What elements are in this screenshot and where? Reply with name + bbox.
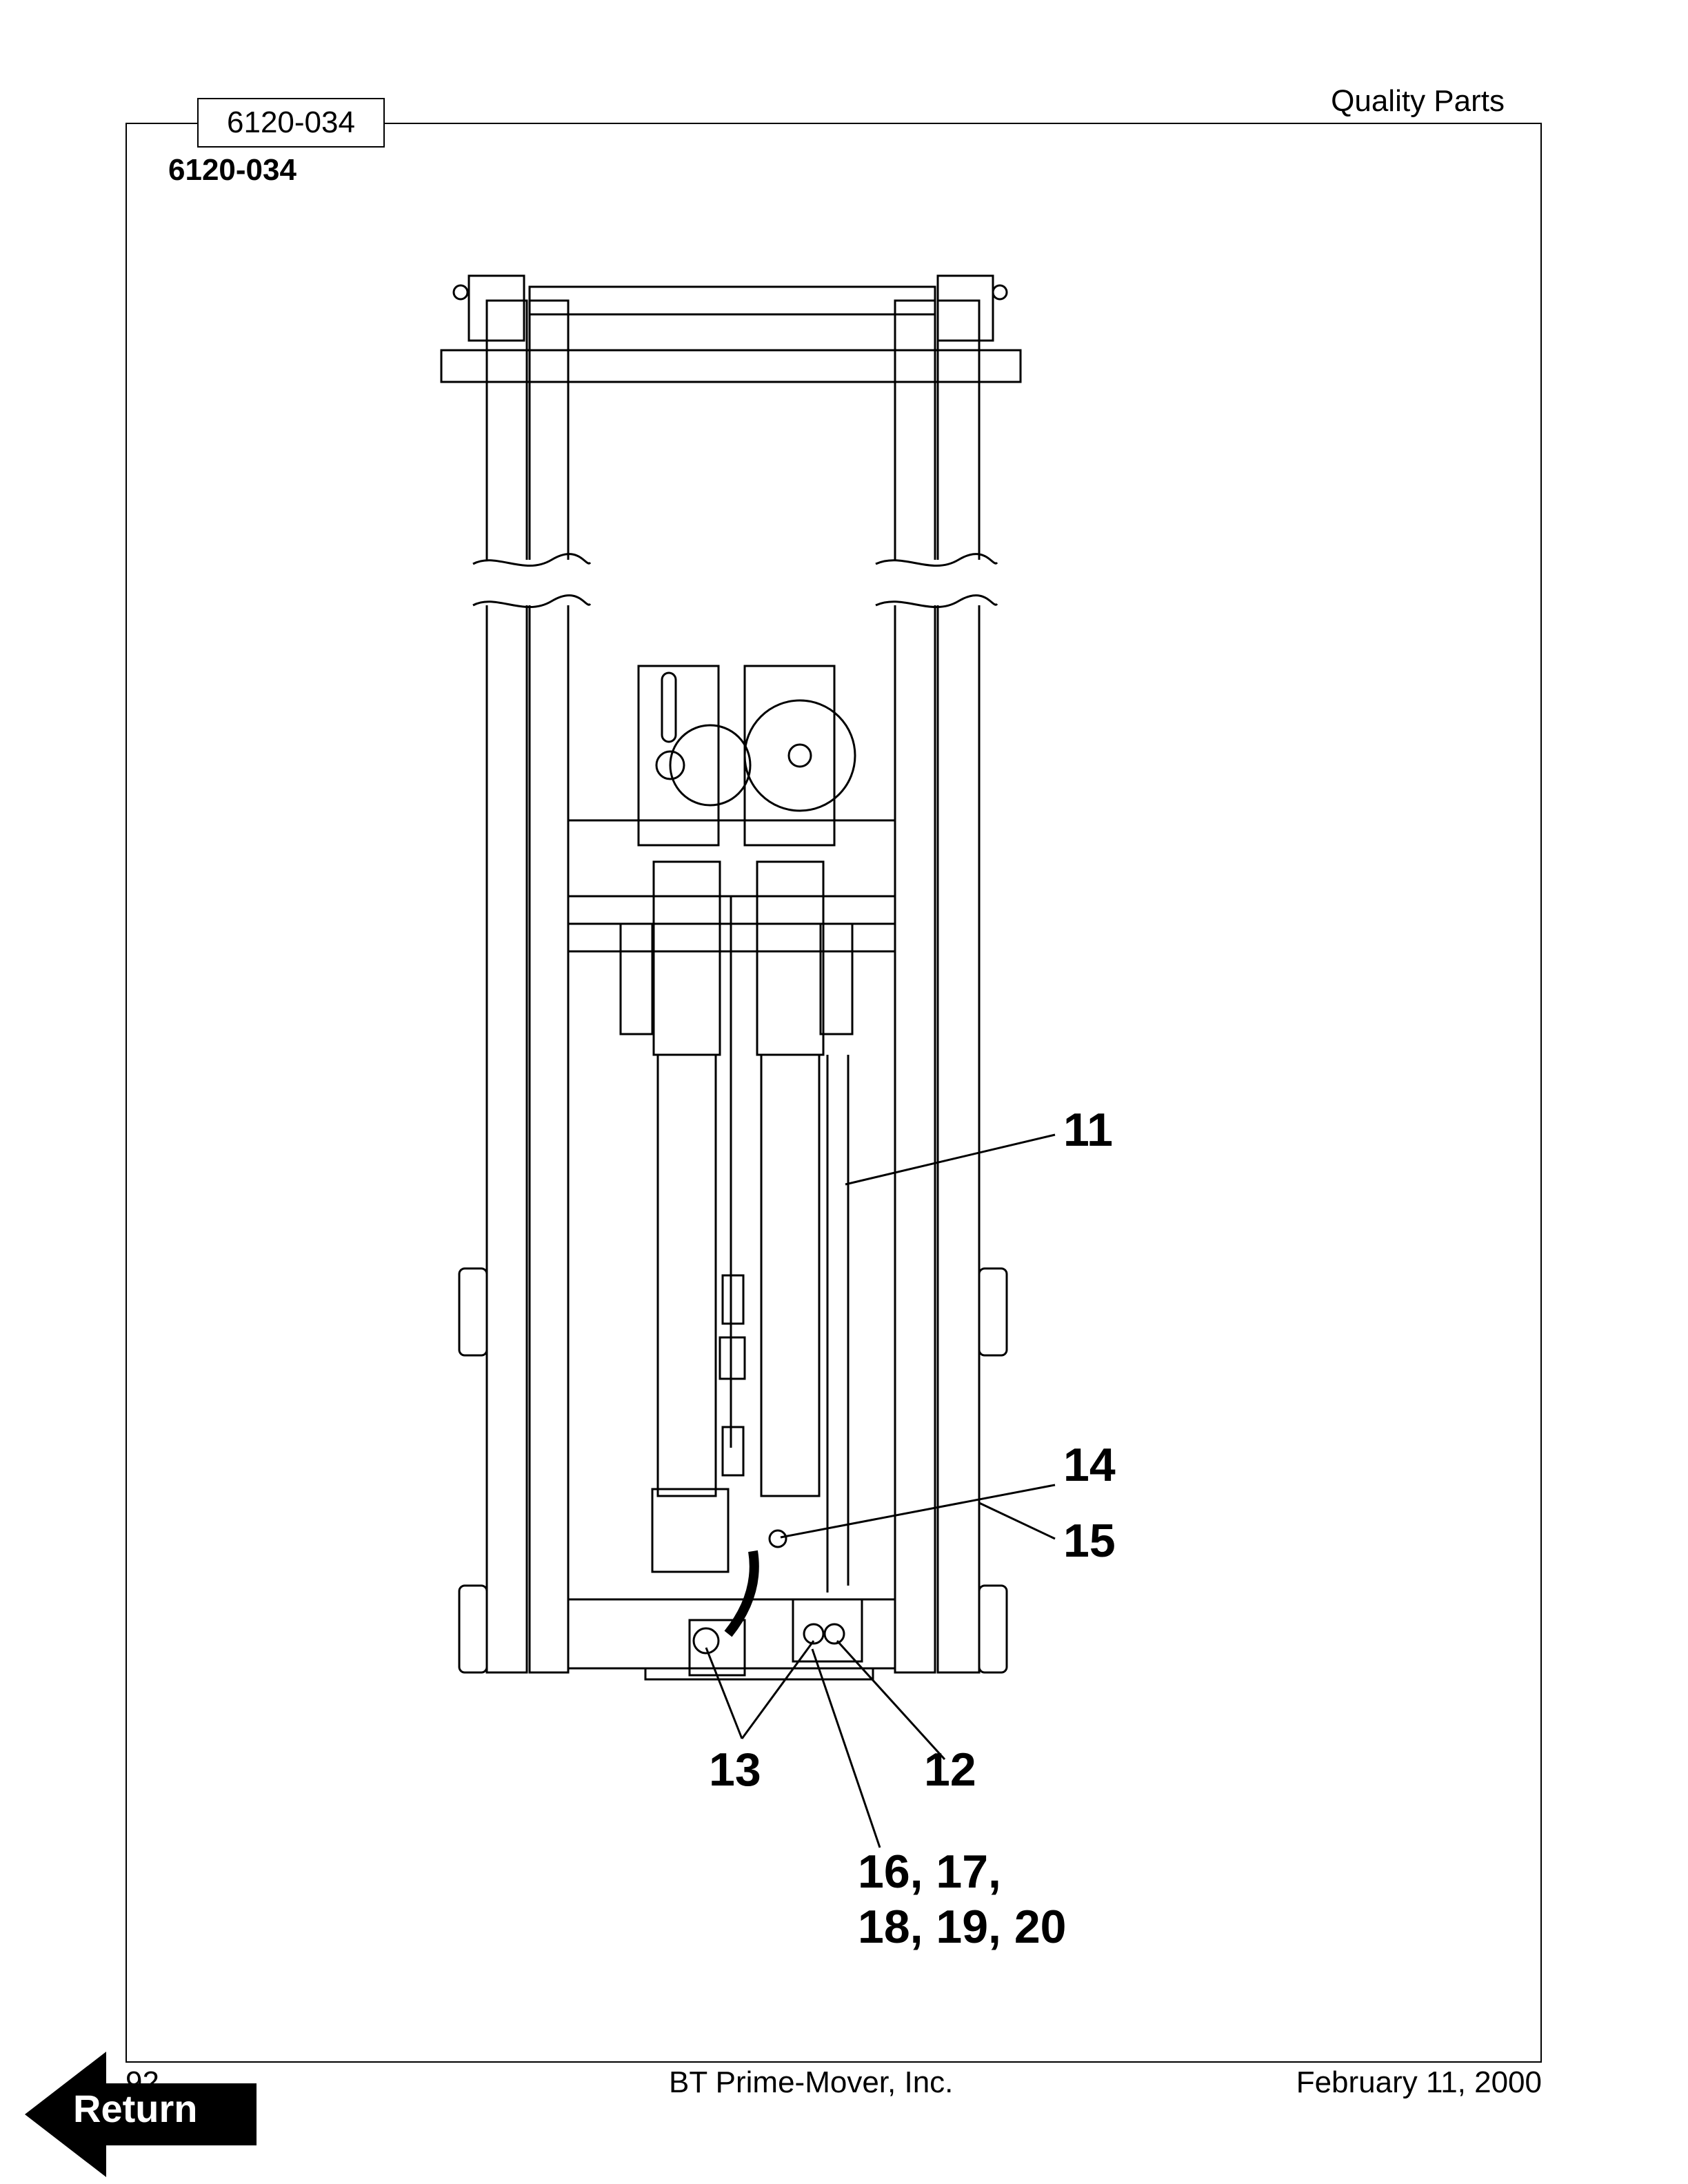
left-top-bracket — [468, 274, 525, 342]
return-button-label[interactable]: Return — [73, 2087, 198, 2130]
right-cylinder-head — [756, 860, 825, 1056]
return-arrow-icon — [25, 2052, 257, 2177]
right-mount-pad-lower — [978, 1584, 1008, 1674]
page-frame — [125, 123, 1542, 2063]
left-sheave-bracket — [637, 665, 720, 847]
mid-crossmember — [567, 819, 896, 898]
leader-16-20 — [811, 1648, 881, 1848]
fitting-13-left — [692, 1627, 720, 1655]
callout-11: 11 — [1063, 1104, 1113, 1156]
footer-company: BT Prime-Mover, Inc. — [669, 2065, 954, 2099]
leader-13-a — [705, 1647, 743, 1739]
left-mount-pad-upper — [458, 1267, 488, 1357]
right-break-line-top — [875, 553, 998, 567]
fitting-14 — [768, 1529, 787, 1548]
left-inner-upright — [528, 299, 570, 1674]
bottom-plate — [644, 1667, 874, 1681]
hose-fitting-mid — [719, 1336, 746, 1380]
right-mount-pad-upper — [978, 1267, 1008, 1357]
section-tag-label: 6120-034 — [227, 105, 355, 139]
left-outer-upright — [485, 299, 528, 1674]
right-break-line-bottom — [875, 594, 998, 608]
bottom-left-bracket — [651, 1488, 730, 1573]
left-break-line-bottom — [472, 594, 592, 609]
return-button[interactable] — [25, 2052, 257, 2177]
right-outer-upright — [936, 299, 981, 1674]
callout-13: 13 — [709, 1743, 761, 1796]
leader-12 — [836, 1639, 946, 1761]
right-cylinder-barrel — [760, 1053, 821, 1497]
callout-14: 14 — [1063, 1439, 1116, 1491]
top-crossmember — [528, 285, 936, 316]
leader-13-b — [741, 1640, 815, 1739]
header-title: Quality Parts — [1331, 84, 1505, 118]
right-inner-upright — [894, 299, 936, 1674]
elbow-hose — [724, 1550, 759, 1637]
left-sheave-axle — [655, 750, 685, 780]
left-adjuster — [619, 922, 654, 1035]
left-sheave-slot — [661, 671, 677, 743]
top-crossbar — [440, 349, 1022, 383]
right-sheave — [743, 699, 856, 812]
callout-16-17: 16, 17, — [858, 1846, 1001, 1898]
right-adjuster — [819, 922, 854, 1035]
hose-fitting-upper — [721, 1274, 745, 1325]
fitting-12 — [823, 1623, 845, 1645]
callout-12: 12 — [924, 1743, 976, 1796]
leader-14 — [780, 1484, 1056, 1539]
left-cylinder-barrel — [656, 1053, 717, 1497]
left-top-bolt — [452, 284, 469, 301]
footer-date: February 11, 2000 — [1296, 2065, 1542, 2099]
right-sheave-axle — [787, 743, 812, 768]
left-mount-pad-lower — [458, 1584, 488, 1674]
left-break-line-top — [472, 553, 592, 567]
hose-fitting-lower — [721, 1426, 745, 1477]
valve-block — [792, 1598, 863, 1663]
callout-15: 15 — [1063, 1515, 1116, 1567]
right-top-bolt — [992, 284, 1008, 301]
right-top-bracket — [936, 274, 994, 342]
callout-18-19-20: 18, 19, 20 — [858, 1901, 1067, 1953]
part-number-title: 6120-034 — [168, 153, 297, 187]
left-cylinder-head — [652, 860, 721, 1056]
fitting-13-right — [803, 1623, 825, 1645]
left-sheave — [669, 724, 752, 807]
leader-11 — [845, 1133, 1056, 1186]
section-tag: 6120-034 — [197, 98, 385, 148]
leader-15 — [978, 1502, 1056, 1540]
